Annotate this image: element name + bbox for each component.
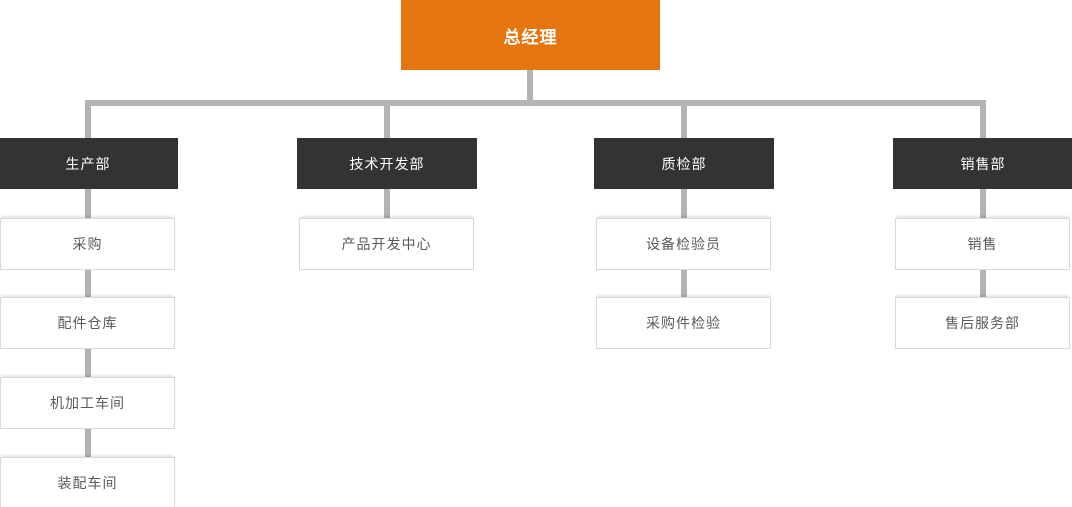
connector-link <box>980 270 986 297</box>
connector-link <box>384 189 390 218</box>
org-node-dept-quality: 质检部 <box>594 138 774 189</box>
connector-link <box>85 429 91 457</box>
connector-link <box>85 189 91 218</box>
org-node-procurement: 采购 <box>0 218 175 270</box>
org-node-after-sales-service: 售后服务部 <box>895 297 1070 349</box>
connector-link <box>681 189 687 218</box>
connector-drop <box>85 100 91 138</box>
org-node-sales: 销售 <box>895 218 1070 270</box>
org-node-assembly-workshop: 装配车间 <box>0 457 175 507</box>
connector-link <box>85 349 91 377</box>
connector-drop <box>384 100 390 138</box>
connector-spine <box>85 100 986 106</box>
connector-link <box>85 270 91 297</box>
org-node-dept-sales: 销售部 <box>893 138 1072 189</box>
org-node-equipment-inspector: 设备检验员 <box>596 218 771 270</box>
connector-drop <box>681 100 687 138</box>
org-node-dept-production: 生产部 <box>0 138 178 189</box>
org-node-product-dev-center: 产品开发中心 <box>299 218 474 270</box>
connector-root-stub <box>527 70 533 103</box>
org-node-dept-tech-development: 技术开发部 <box>297 138 477 189</box>
connector-link <box>980 189 986 218</box>
org-node-purchased-parts-inspection: 采购件检验 <box>596 297 771 349</box>
org-node-parts-warehouse: 配件仓库 <box>0 297 175 349</box>
org-node-root: 总经理 <box>401 0 660 70</box>
org-node-machining-workshop: 机加工车间 <box>0 377 175 429</box>
connector-link <box>681 270 687 297</box>
connector-drop <box>980 100 986 138</box>
